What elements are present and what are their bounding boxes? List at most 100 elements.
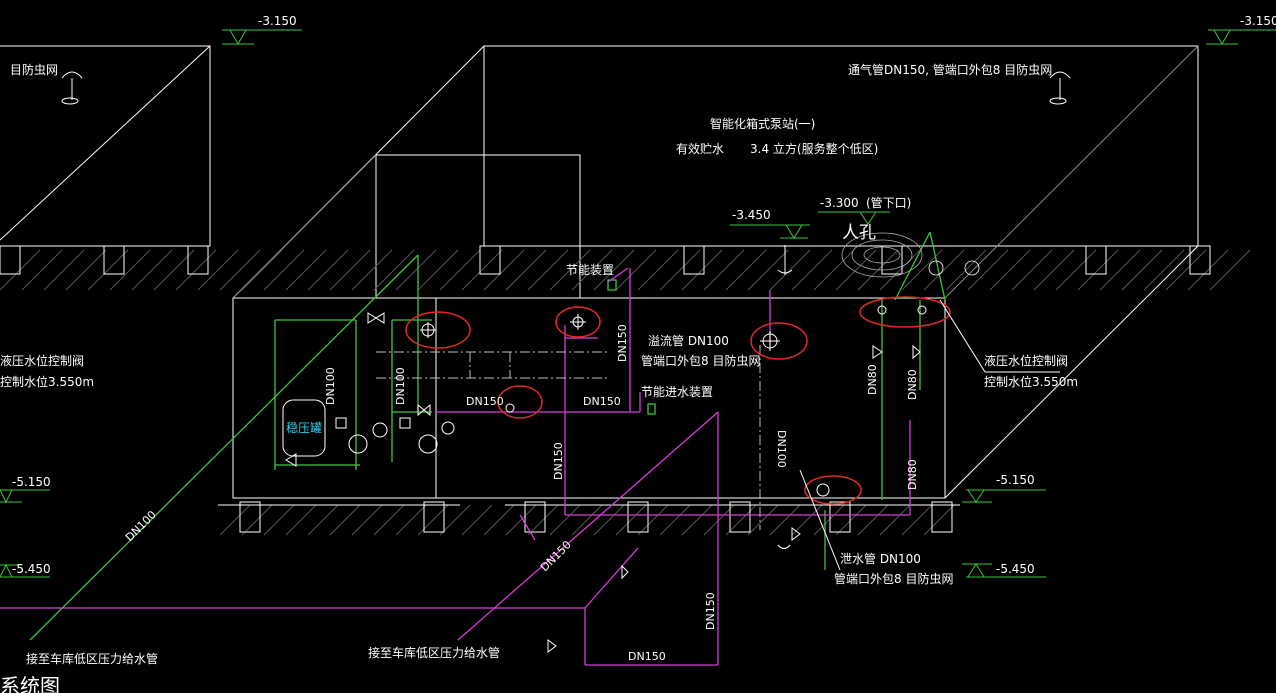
dn80-a-label: DN80 bbox=[866, 364, 879, 395]
hatch-line bbox=[637, 504, 669, 536]
hatch-line bbox=[747, 249, 789, 291]
hatch-line bbox=[329, 504, 361, 536]
insect-net-left-label: 目防虫网 bbox=[10, 62, 58, 77]
inlet-pipe-green bbox=[29, 231, 946, 641]
hatch-line bbox=[351, 504, 383, 536]
hatch-line bbox=[1187, 249, 1229, 291]
left-valve-label-1: 液压水位控制阀 bbox=[0, 353, 84, 368]
hatch-line bbox=[659, 504, 691, 536]
effective-storage-label: 有效贮水 bbox=[676, 141, 724, 156]
hatch-line bbox=[505, 249, 547, 291]
hatch-line bbox=[571, 504, 603, 536]
hatch-line bbox=[703, 504, 735, 536]
hatch-line bbox=[923, 249, 965, 291]
hatch-line bbox=[1143, 249, 1185, 291]
left-valve-label-2: 控制水位3.550m bbox=[0, 374, 94, 389]
hatch-line bbox=[681, 504, 713, 536]
hatch-line bbox=[87, 249, 129, 291]
elevation-marks bbox=[0, 29, 1276, 578]
hatch-line bbox=[879, 249, 921, 291]
dn150-e-label: DN150 bbox=[538, 538, 574, 574]
leader-lines bbox=[799, 299, 1060, 571]
hatch-line bbox=[593, 249, 635, 291]
hatch-line bbox=[109, 249, 151, 291]
hatch-line bbox=[791, 249, 833, 291]
elevation-overflow: -3.300 bbox=[820, 196, 859, 210]
dn150-c-label: DN150 bbox=[616, 324, 629, 362]
hatch-line bbox=[923, 504, 955, 536]
dn150-f-label: DN150 bbox=[704, 592, 717, 630]
elevation-top-right: -3.150 bbox=[1240, 14, 1276, 28]
hatch-line bbox=[395, 504, 427, 536]
hatch-line bbox=[373, 504, 405, 536]
energy-saver-label: 节能装置 bbox=[566, 263, 614, 277]
hatch-line bbox=[417, 504, 449, 536]
elevation-right-b: -5.450 bbox=[996, 562, 1035, 576]
dn150-b-label: DN150 bbox=[583, 395, 621, 408]
hatch-line bbox=[461, 249, 503, 291]
connect-mid-label: 接至车库低区压力给水管 bbox=[368, 645, 500, 660]
storage-volume-label: 3.4 立方(服务整个低区) bbox=[750, 141, 878, 156]
drain-pipe-label: 泄水管 DN100 bbox=[840, 551, 921, 566]
hatch-line bbox=[813, 504, 845, 536]
hatch-line bbox=[285, 249, 327, 291]
hatch-line bbox=[835, 504, 867, 536]
hatch-line bbox=[307, 504, 339, 536]
hatch-line bbox=[615, 504, 647, 536]
hatch-line bbox=[197, 249, 239, 291]
hatch-line bbox=[21, 249, 63, 291]
hatch-line bbox=[439, 249, 481, 291]
support-piers bbox=[0, 245, 1211, 533]
hatch-line bbox=[1209, 249, 1251, 291]
hatch-line bbox=[549, 504, 581, 536]
hatch-line bbox=[131, 249, 173, 291]
hatch-line bbox=[285, 504, 317, 536]
centerlines bbox=[376, 345, 761, 530]
dn150-d-label: DN150 bbox=[552, 442, 565, 480]
hatch-line bbox=[1011, 249, 1053, 291]
dn100-left-label: DN100 bbox=[324, 367, 337, 405]
dn80-c-label: DN80 bbox=[906, 459, 919, 490]
hatch-line bbox=[769, 504, 801, 536]
hatch-line bbox=[527, 249, 569, 291]
overflow-pipe-label: 溢流管 DN100 bbox=[648, 333, 729, 348]
hatch-line bbox=[175, 249, 217, 291]
overflow-pipe-note: 管端口外包8 目防虫网 bbox=[641, 353, 760, 368]
hatch-line bbox=[483, 249, 525, 291]
hatch-line bbox=[747, 504, 779, 536]
hatch-line bbox=[967, 249, 1009, 291]
right-valve-label-1: 液压水位控制阀 bbox=[984, 353, 1068, 368]
hatch-line bbox=[329, 249, 371, 291]
pipe-size-labels: DN100 DN100 DN100 DN150 DN150 DN150 DN15… bbox=[123, 324, 919, 663]
hatch-line bbox=[681, 249, 723, 291]
hatch-line bbox=[813, 249, 855, 291]
hatch-line bbox=[703, 249, 745, 291]
station-title: 智能化箱式泵站(一) bbox=[710, 116, 815, 131]
dn150-a-label: DN150 bbox=[466, 395, 504, 408]
hatch-line bbox=[945, 249, 987, 291]
hatch-line bbox=[659, 249, 701, 291]
hatch-line bbox=[769, 249, 811, 291]
hatch-line bbox=[835, 249, 877, 291]
pump-set bbox=[282, 399, 455, 467]
hatch-line bbox=[901, 504, 933, 536]
hatch-line bbox=[263, 504, 295, 536]
dn100-vertical-label: DN100 bbox=[775, 430, 788, 468]
hatch-line bbox=[43, 249, 85, 291]
vent-pipe-label: 通气管DN150, 管端口外包8 目防虫网 bbox=[848, 62, 1052, 77]
soil-hatching bbox=[0, 249, 1251, 536]
hatch-line bbox=[549, 249, 591, 291]
hatch-line bbox=[637, 249, 679, 291]
hatch-line bbox=[571, 249, 613, 291]
hatch-line bbox=[1033, 249, 1075, 291]
right-valve-label-2: 控制水位3.550m bbox=[984, 374, 1078, 389]
pressure-tank-label: 稳压罐 bbox=[286, 420, 322, 435]
hatch-line bbox=[263, 249, 305, 291]
highlight-circles bbox=[405, 296, 951, 505]
annotation-labels: 目防虫网 通气管DN150, 管端口外包8 目防虫网 智能化箱式泵站(一) 有效… bbox=[0, 62, 1078, 693]
drain-pipe-note: 管端口外包8 目防虫网 bbox=[834, 571, 953, 586]
connect-left-label: 接至车库低区压力给水管 bbox=[26, 651, 158, 666]
hatch-line bbox=[219, 249, 261, 291]
elevation-labels: -3.150 -3.150 -3.450 -3.300 -5.150 -5.45… bbox=[12, 14, 1276, 576]
